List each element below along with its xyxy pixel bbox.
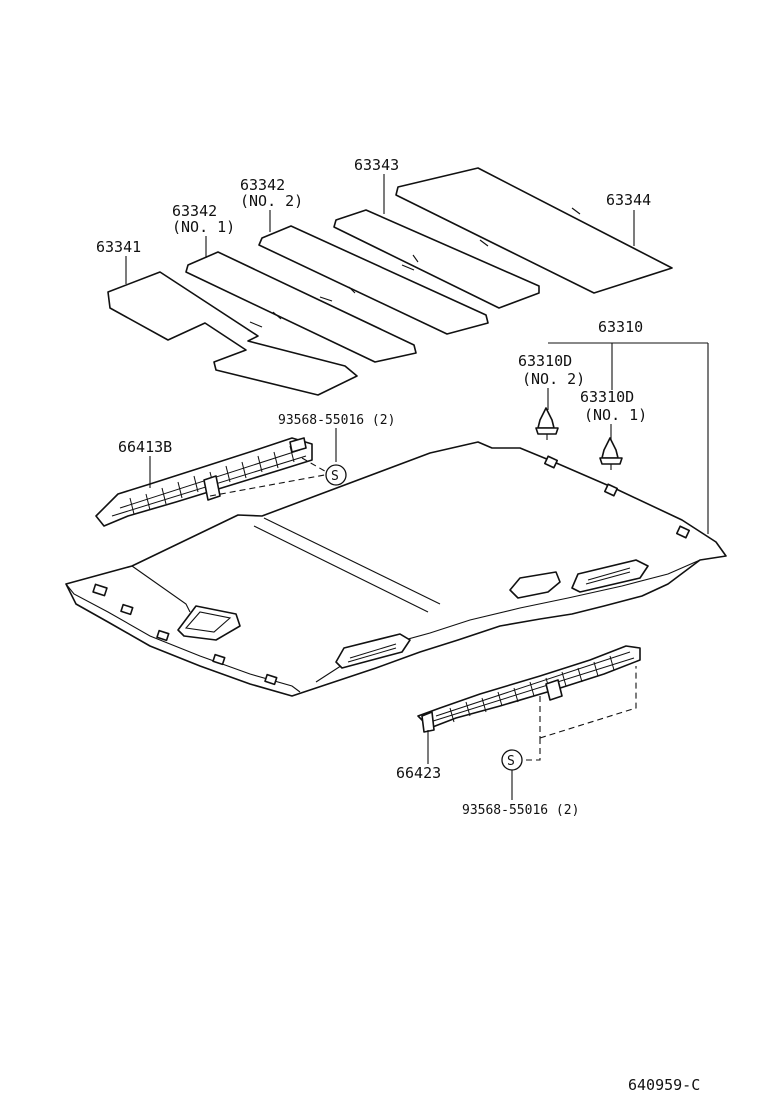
callout-screw-lower: 93568-55016 (2) (462, 803, 579, 818)
callout-63310d-no2-sub: (NO. 2) (522, 370, 585, 388)
callout-63310d-no2-number: 63310D (518, 352, 572, 370)
silencer-pad-63342-no2 (258, 225, 489, 335)
callout-63341: 63341 (96, 238, 141, 256)
silencer-pad-63341 (107, 271, 358, 396)
screw-symbol-lower: S (501, 749, 523, 771)
callout-screw-upper: 93568-55016 (2) (278, 413, 395, 428)
roof-side-rail-66413b (95, 437, 313, 527)
callout-63310: 63310 (598, 318, 643, 336)
roof-side-rail-66423 (417, 645, 641, 733)
callout-63343: 63343 (354, 156, 399, 174)
leader-lines (125, 174, 709, 800)
clip-63310d-no2 (535, 407, 559, 440)
screw-symbol-upper: S (325, 464, 347, 486)
reference-code: 640959-C (628, 1076, 700, 1094)
clip-63310d-no1 (599, 437, 623, 470)
screw-symbol-lower-label: S (507, 754, 515, 769)
callout-63310d-no1-number: 63310D (580, 388, 634, 406)
silencer-pad-63343 (333, 209, 540, 309)
callout-63342-no2-number: 63342 (240, 176, 285, 194)
callout-66413b: 66413B (118, 438, 172, 456)
callout-63342-no2-sub: (NO. 2) (240, 192, 303, 210)
callout-63342-no1-number: 63342 (172, 202, 217, 220)
roof-headlining-63310 (65, 441, 727, 697)
callout-63342-no1-sub: (NO. 1) (172, 218, 235, 236)
callout-63310d-no1-sub: (NO. 1) (584, 406, 647, 424)
silencer-pad-63344 (395, 167, 673, 294)
callout-63344: 63344 (606, 191, 651, 209)
silencer-pad-63342-no1 (185, 251, 417, 363)
screw-symbol-upper-label: S (331, 469, 339, 484)
callout-66423: 66423 (396, 764, 441, 782)
